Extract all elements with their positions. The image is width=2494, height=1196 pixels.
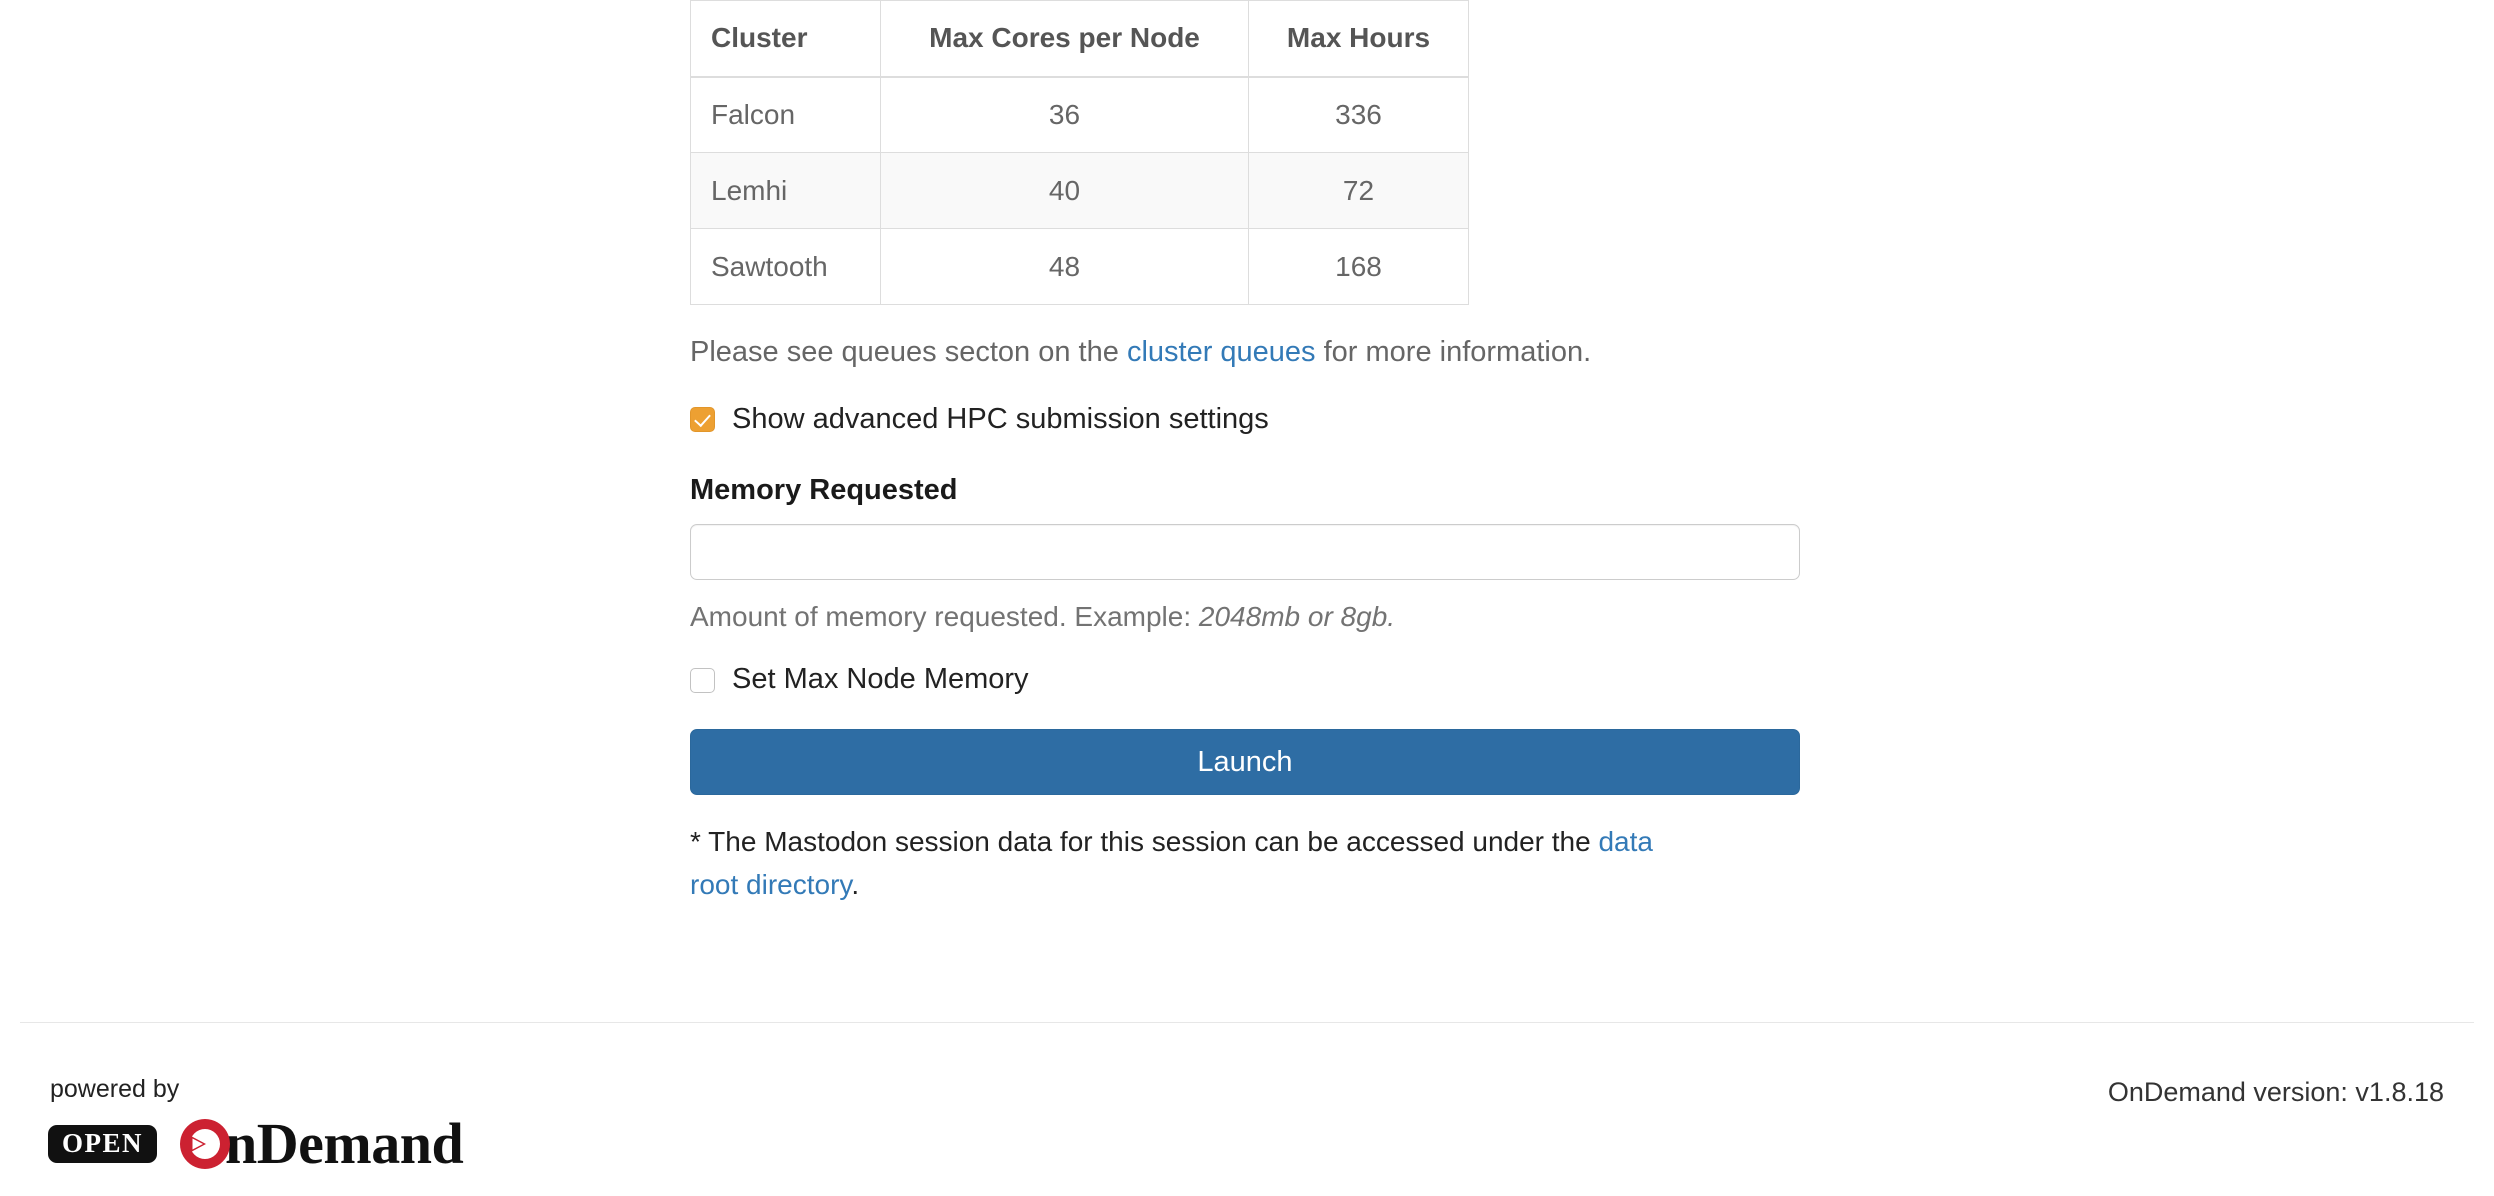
launch-form-column: Cluster Max Cores per Node Max Hours Fal… xyxy=(690,0,1800,906)
table-row: Sawtooth 48 168 xyxy=(690,228,1469,305)
cell-max-cores: 48 xyxy=(880,228,1249,305)
cluster-queues-link[interactable]: cluster queues xyxy=(1126,336,1316,368)
memory-requested-label: Memory Requested xyxy=(690,474,958,507)
powered-by-label: powered by xyxy=(50,1075,180,1103)
memory-requested-input[interactable] xyxy=(690,523,1800,580)
max-node-memory-checkbox-label: Set Max Node Memory xyxy=(732,663,1029,696)
queues-note-prefix: Please see queues secton on the xyxy=(690,336,1127,368)
cell-max-hours: 168 xyxy=(1248,228,1469,305)
table-row: Falcon 36 336 xyxy=(690,76,1469,153)
table-body: Falcon 36 336 Lemhi 40 72 Sawtooth 48 16… xyxy=(690,76,1469,305)
table-header: Cluster Max Cores per Node Max Hours xyxy=(690,0,1469,78)
cell-max-cores: 36 xyxy=(880,76,1249,153)
session-note-prefix: * The Mastodon session data for this ses… xyxy=(690,826,1599,858)
table-header-row: Cluster Max Cores per Node Max Hours xyxy=(690,0,1469,78)
advanced-settings-checkbox-label: Show advanced HPC submission settings xyxy=(732,402,1269,435)
advanced-settings-checkbox-row[interactable]: Show advanced HPC submission settings xyxy=(690,401,1800,439)
session-data-note: * The Mastodon session data for this ses… xyxy=(690,821,1690,906)
open-badge-icon: OPEN xyxy=(48,1125,158,1163)
data-root-directory-link[interactable]: data root directory xyxy=(690,826,1653,900)
launch-button[interactable]: Launch xyxy=(690,729,1800,796)
ondemand-version-label: OnDemand version: v1.8.18 xyxy=(2107,1077,2444,1107)
cell-cluster: Sawtooth xyxy=(690,228,881,305)
col-header-max-hours: Max Hours xyxy=(1248,0,1469,78)
col-header-cluster: Cluster xyxy=(690,0,881,78)
cell-max-hours: 336 xyxy=(1248,76,1469,153)
session-note-suffix: . xyxy=(851,868,860,900)
checkbox-unchecked-icon[interactable] xyxy=(690,667,715,693)
cell-max-cores: 40 xyxy=(880,152,1249,229)
cluster-limits-table: Cluster Max Cores per Node Max Hours Fal… xyxy=(690,0,1469,305)
queues-note-suffix: for more information. xyxy=(1315,336,1592,368)
col-header-max-cores: Max Cores per Node xyxy=(880,0,1249,78)
table-row: Lemhi 40 72 xyxy=(690,152,1469,229)
cluster-queues-note: Please see queues secton on the cluster … xyxy=(690,331,1800,375)
page-footer: powered by OPEN nDemand OnDemand version… xyxy=(0,1014,2494,1196)
cell-cluster: Lemhi xyxy=(690,152,881,229)
help-example: 2048mb or 8gb. xyxy=(1198,600,1396,632)
checkbox-checked-icon[interactable] xyxy=(690,406,715,432)
cell-max-hours: 72 xyxy=(1248,152,1469,229)
cell-cluster: Falcon xyxy=(690,76,881,153)
ondemand-play-circle-icon xyxy=(179,1118,231,1170)
footer-divider xyxy=(20,1022,2474,1023)
ondemand-wordmark: nDemand xyxy=(225,1111,464,1176)
memory-requested-group: Memory Requested Amount of memory reques… xyxy=(690,472,1800,637)
max-node-memory-checkbox-row[interactable]: Set Max Node Memory xyxy=(690,661,1800,699)
help-prefix: Amount of memory requested. Example: xyxy=(690,600,1199,632)
ondemand-logo: OPEN nDemand xyxy=(48,1111,464,1176)
memory-requested-help: Amount of memory requested. Example: 204… xyxy=(690,597,1800,638)
